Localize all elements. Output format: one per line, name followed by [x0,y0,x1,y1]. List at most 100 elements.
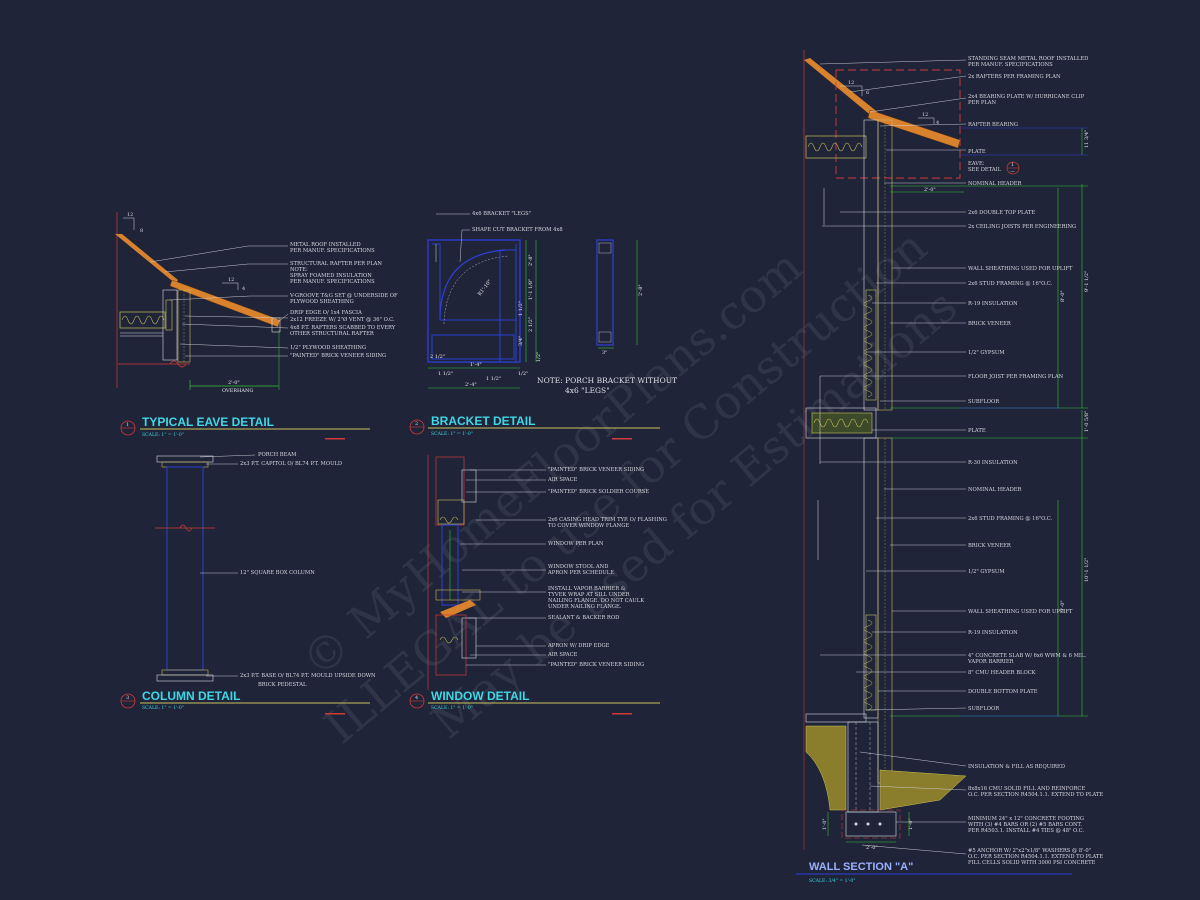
bracket-dim-6: 1/2" [518,371,528,377]
window-label-6: WINDOW PER PLAN [548,541,604,547]
window-label-13: SEALANT & BACKER ROD [548,615,619,621]
window-label-11: NAILING FLANGE. DO NOT CAULK [548,598,644,604]
wall-footing [845,811,897,837]
column-label-2: 2x3 P.T. CAPITOL O/ BL74 P.T. MOULD [240,461,342,467]
eave-wall-frame [162,289,178,361]
eave-slope-rise: 12 [127,212,133,218]
eave-lower-roof [169,279,281,328]
bracket-outline [427,239,521,363]
eave-label-9: DRIP EDGE O/ 1x4 FASCIA [290,310,362,316]
wall-slope-rise: 12 [848,80,854,86]
eave-slope2-run: 4 [242,286,245,292]
eave-dim-label: OVERHANG [222,388,253,394]
bracket-dim-8: 1'-1 1/8" [528,279,534,300]
eave-detail-title: TYPICAL EAVE DETAIL [142,415,274,429]
window-label-1: "PAINTED" BRICK VENEER SIDING [548,467,644,473]
window-detail: "PAINTED" BRICK VENEER SIDING AIR SPACE … [409,455,667,715]
wall-label-26: WALL SHEATHING USED FOR UPLIFT [968,609,1073,615]
eave-insulation [119,311,166,329]
window-label-9: INSTALL VAPOR BARRIER & [548,586,626,592]
window-unit [441,524,459,606]
window-label-14: APRON W/ DRIP EDGE [547,643,610,649]
wall-label-25: 1/2" GYPSUM [968,569,1005,575]
wall-label-23: 2x6 STUD FRAMING @ 16"O.C. [968,515,1053,522]
wall-label-31: DOUBLE BOTTOM PLATE [968,689,1038,695]
window-label-2: AIR SPACE [547,477,578,483]
eave-label-5: SPRAY FOAMED INSULATION [290,273,372,279]
window-detail-scale: SCALE: 1" = 1'-0" [431,705,473,711]
wall-label-3: 2x RAFTERS PER FRAMING PLAN [968,74,1061,80]
wall-label-18: FLOOR JOIST PER FRAMING PLAN [968,374,1064,380]
bracket-dim-4: 1'-4" [470,362,482,368]
wall-label-2: PER MANUF. SPECIFICATIONS [968,62,1053,68]
wall-label-5: PER PLAN [968,100,997,106]
wall-label-8: EAVE: [968,161,985,167]
wall-label-35: O.C. PER SECTION R4504.1.1. EXTEND TO PL… [968,792,1103,798]
wall-upper-roof [804,58,880,118]
wall-dim-8: 1'-0" [822,818,828,830]
eave-label-12: OTHER STRUCTURAL RAFTER [290,331,375,337]
column-detail-number: 3 [126,695,129,701]
wall-label-13: WALL SHEATHING USED FOR UPLIFT [968,266,1073,272]
wall-eave-marker-sheet: — [1010,169,1015,175]
eave-detail-scale: SCALE: 1" = 1'-0" [142,432,184,438]
wall-dim-6: 9'-0" [1060,600,1066,612]
eave-slope2-rise: 12 [228,277,234,283]
wall-section-a: 12 6 12 4 [796,50,1103,884]
eave-slope-run: 8 [140,228,143,234]
wall-dim-7: 2'-0" [924,187,936,193]
wall-label-20: PLATE [968,428,986,434]
bracket-dim-5: 1 1/2" [486,376,501,382]
wall-eave-callout-box [835,69,961,179]
wall-label-37: WITH (3) #4 BARS OR (2) #5 BARS CONT. [968,821,1082,828]
wall-label-34: 8x8x16 CMU SOLID FILL AND REINFORCE [968,786,1085,792]
column-label-3: 12" SQUARE BOX COLUMN [240,570,315,576]
bracket-dim-11: 3/4" [518,336,524,346]
bracket-label-2: SHAPE CUT BRACKET FROM 4x8 [472,227,563,233]
wall-label-10: NOMINAL HEADER [968,181,1023,187]
column-detail-scale: SCALE: 1" = 1'-0" [142,705,184,711]
eave-label-7: V-GROOVE T&G SET @ UNDERSIDE OF [289,292,398,299]
wall-label-33: INSULATION & FILL AS REQUIRED [968,764,1065,770]
bracket-dimension-lines [428,240,638,389]
wall-label-14: 2x6 STUD FRAMING @ 16"O.C. [968,280,1053,287]
bracket-detail-scale: SCALE: 1" = 1'-0" [431,431,473,437]
wall-label-11: 2x6 DOUBLE TOP PLATE [968,210,1035,216]
wall-section-title: WALL SECTION "A" [809,861,913,873]
bracket-detail-title: BRACKET DETAIL [431,414,535,428]
wall-label-40: O.C. PER SECTION R4504.1.1. EXTEND TO PL… [968,854,1103,860]
wall-dim-1: 11 3/4" [1084,130,1090,148]
wall-dim-3: 8'-0" [1060,290,1066,302]
wall-label-38: PER R4503.1. INSTALL #4 TIES @ 48" O.C. [968,827,1084,834]
bracket-detail: R1'-10" 4x6 BRACKET "LEGS" SHAPE CUT BRA… [409,211,677,440]
wall-lower-roof [867,109,961,149]
window-label-3: "PAINTED" BRICK SOLDIER COURSE [548,489,649,495]
window-label-10: TYVEK WRAP AT SILL UNDER [548,592,631,598]
wall-label-29: VAPOR BARRIER [967,659,1015,665]
wall-label-9: SEE DETAIL [968,167,1002,173]
wall-label-15: R-19 INSULATION [968,301,1018,307]
bracket-note-1: NOTE: PORCH BRACKET WITHOUT [537,376,677,385]
window-label-8: APRON PER SCHEDULE [547,570,614,576]
wall-label-24: BRICK VENEER [968,543,1012,549]
eave-label-14: "PAINTED" BRICK VENEER SIDING [290,353,386,359]
bracket-label-1: 4x6 BRACKET "LEGS" [472,211,531,217]
wall-label-17: 1/2" GYPSUM [968,350,1005,356]
wall-label-32: SUBFLOOR [968,706,1000,712]
eave-detail: 12 8 12 4 METAL ROOF INSTALL [115,212,398,440]
wall-dim-2: 9'-1 1/2" [1084,271,1090,292]
eave-label-1: METAL ROOF INSTALLED [290,242,361,248]
bracket-dim-7: 2'-8" [528,254,534,266]
wall-label-21: R-30 INSULATION [968,460,1018,466]
window-label-12: UNDER NAILING FLANGE. [548,604,622,610]
wall-section-scale: SCALE: 3/4" = 1'-0" [809,878,855,884]
eave-label-2: PER MANUF. SPECIFICATIONS [290,248,375,254]
wall-label-19: SUBFLOOR [968,399,1000,405]
bracket-arc [439,249,506,321]
wall-dim-5: 10'-1 1/2" [1084,557,1090,582]
wall-label-28: 4" CONCRETE SLAB W/ 6x6 WWM & 6 MIL. [968,653,1086,659]
window-label-16: "PAINTED" BRICK VENEER SIDING [548,662,644,668]
wall-slope2-rise: 12 [922,112,928,118]
wall-slab [805,713,867,723]
